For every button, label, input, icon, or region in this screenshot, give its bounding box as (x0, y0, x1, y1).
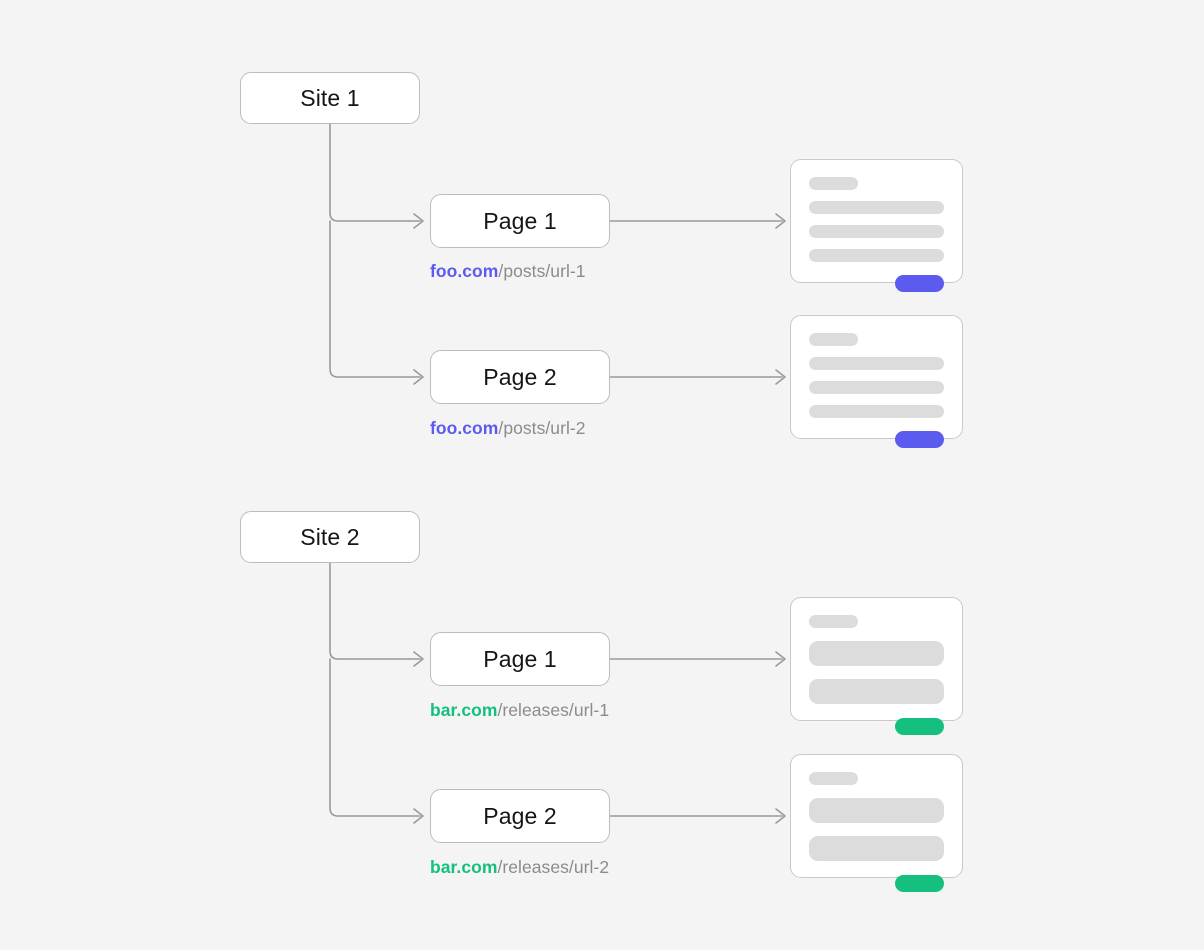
skeleton-line (809, 405, 944, 418)
wire-site2-to-page1 (329, 562, 421, 660)
site-2-label: Site 2 (300, 523, 360, 550)
card-skeleton-body (809, 772, 944, 861)
arrowhead-site2-page1 (413, 651, 424, 667)
node-site-2[interactable]: Site 2 (240, 511, 420, 563)
url-path: /releases/url-2 (497, 857, 610, 877)
url-site-1-page-1[interactable]: foo.com/posts/url-1 (430, 261, 586, 282)
wire-site1-to-page1 (329, 123, 421, 222)
skeleton-line (809, 679, 944, 704)
wire-site1-to-page2 (329, 220, 421, 378)
preview-card-site-1-page-2[interactable] (790, 315, 963, 448)
skeleton-title-bar (809, 177, 858, 190)
card-skeleton-body (809, 615, 944, 704)
skeleton-title-bar (809, 615, 858, 628)
site-1-page-2-label: Page 2 (483, 363, 557, 390)
url-domain: bar.com (430, 857, 498, 877)
skeleton-line (809, 225, 944, 238)
site-1-label: Site 1 (300, 84, 360, 111)
card-footer (809, 718, 944, 735)
site-1-page-1-label: Page 1 (483, 207, 557, 234)
arrowhead-page4-card4 (775, 808, 786, 824)
card-skeleton-body (809, 333, 944, 418)
card-footer (809, 431, 944, 448)
url-domain: bar.com (430, 700, 498, 720)
node-site-1-page-1[interactable]: Page 1 (430, 194, 610, 248)
skeleton-line (809, 249, 944, 262)
card-footer (809, 275, 944, 292)
skeleton-line (809, 798, 944, 823)
site-2-page-1-label: Page 1 (483, 645, 557, 672)
url-site-2-page-2[interactable]: bar.com/releases/url-2 (430, 857, 609, 878)
node-site-1[interactable]: Site 1 (240, 72, 420, 124)
card-cta-button[interactable] (895, 275, 944, 292)
arrowhead-site2-page2 (413, 808, 424, 824)
preview-card-site-2-page-2[interactable] (790, 754, 963, 892)
skeleton-title-bar (809, 772, 858, 785)
skeleton-line (809, 357, 944, 370)
url-path: /posts/url-1 (498, 261, 586, 281)
card-skeleton-body (809, 177, 944, 262)
arrowhead-site1-page1 (413, 213, 424, 229)
preview-card-site-2-page-1[interactable] (790, 597, 963, 735)
url-path: /releases/url-1 (497, 700, 610, 720)
arrowhead-page1-card1 (775, 213, 786, 229)
card-cta-button[interactable] (895, 431, 944, 448)
preview-card-site-1-page-1[interactable] (790, 159, 963, 292)
node-site-2-page-1[interactable]: Page 1 (430, 632, 610, 686)
card-footer (809, 875, 944, 892)
url-site-1-page-2[interactable]: foo.com/posts/url-2 (430, 418, 586, 439)
wire-site2-to-page2 (329, 658, 421, 817)
node-site-2-page-2[interactable]: Page 2 (430, 789, 610, 843)
url-path: /posts/url-2 (498, 418, 586, 438)
skeleton-title-bar (809, 333, 858, 346)
url-site-2-page-1[interactable]: bar.com/releases/url-1 (430, 700, 609, 721)
arrowhead-page3-card3 (775, 651, 786, 667)
skeleton-line (809, 836, 944, 861)
arrowhead-site1-page2 (413, 369, 424, 385)
card-cta-button[interactable] (895, 718, 944, 735)
card-cta-button[interactable] (895, 875, 944, 892)
skeleton-line (809, 381, 944, 394)
url-domain: foo.com (430, 418, 499, 438)
arrowhead-page2-card2 (775, 369, 786, 385)
skeleton-line (809, 201, 944, 214)
site-2-page-2-label: Page 2 (483, 802, 557, 829)
skeleton-line (809, 641, 944, 666)
url-domain: foo.com (430, 261, 499, 281)
node-site-1-page-2[interactable]: Page 2 (430, 350, 610, 404)
